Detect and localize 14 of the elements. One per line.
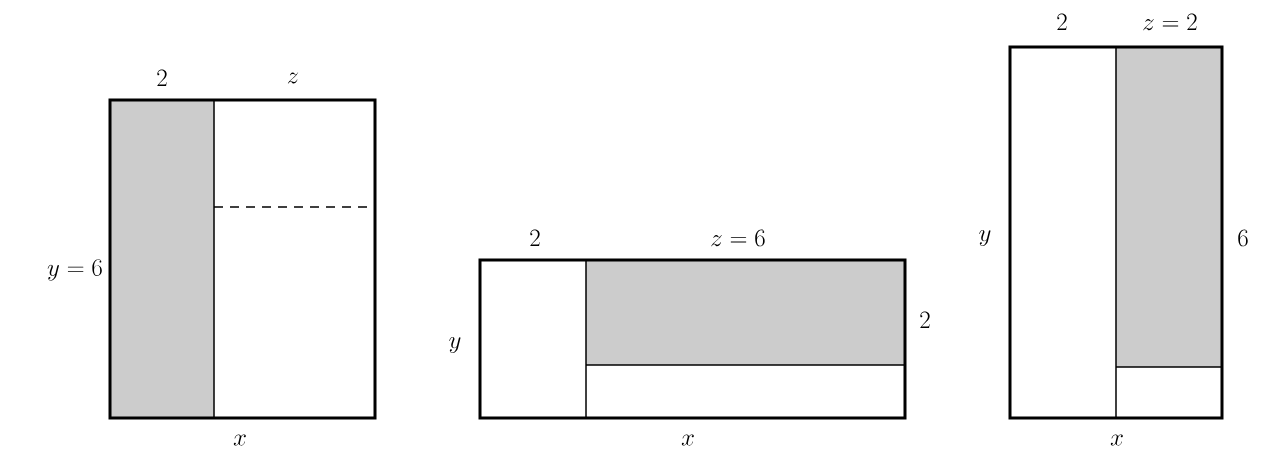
dimension-label: $z=2$	[1143, 13, 1197, 31]
dimension-label: $x$	[681, 434, 694, 446]
dimension-label: $y$	[979, 230, 991, 246]
dimension-label: $z=6$	[711, 229, 765, 247]
dimension-label: $z$	[287, 72, 299, 84]
dimension-label: $x$	[233, 434, 246, 446]
dimension-label: $y$	[449, 337, 461, 353]
dimension-label: $2$	[157, 69, 167, 86]
dimension-label: $2$	[530, 229, 540, 246]
dimension-label: $6$	[1238, 229, 1248, 247]
dimension-label: $y=6$	[47, 259, 102, 281]
dimension-label: $2$	[1057, 13, 1067, 30]
dimension-label: $x$	[1110, 434, 1123, 446]
dimension-label: $2$	[920, 311, 930, 328]
